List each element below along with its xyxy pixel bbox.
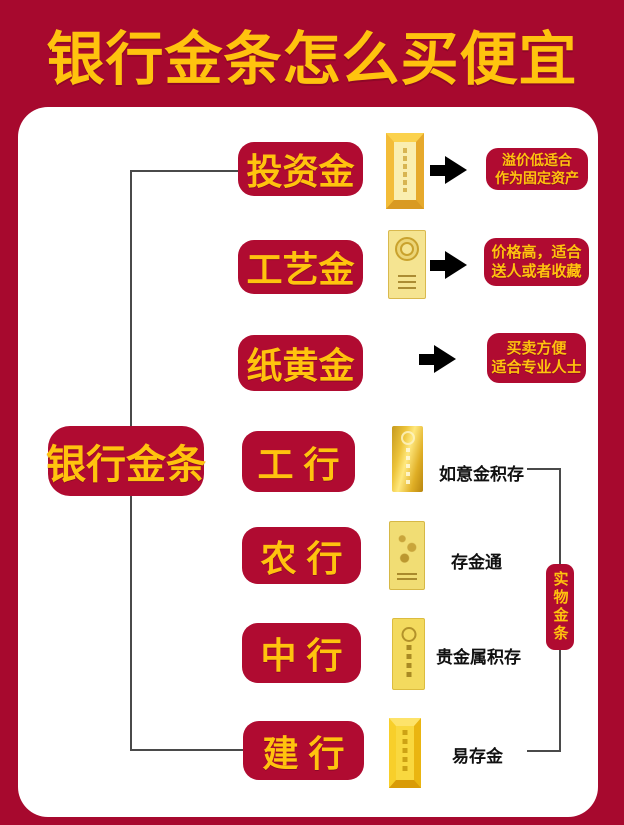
note-line: 适合专业人士 (491, 359, 582, 376)
product-label-ccb: 易存金 (452, 747, 503, 766)
note-line: 送人或者收藏 (491, 263, 582, 280)
node-abc: 农 行 (242, 527, 361, 584)
product-label-icbc: 如意金积存 (439, 465, 524, 484)
node-icbc: 工 行 (242, 431, 355, 492)
right-group-bottom-branch-line (527, 750, 561, 752)
note-line: 作为固定资产 (495, 170, 579, 186)
note-bubble-paper-gold: 买卖方便 适合专业人士 (487, 333, 586, 383)
node-investment-gold: 投资金 (238, 142, 363, 196)
node-boc: 中 行 (242, 623, 361, 683)
left-tree-top-branch-line (130, 170, 240, 172)
gold-bar-icon (392, 426, 423, 492)
right-arrow-icon (419, 345, 456, 373)
note-bubble-investment-gold: 溢价低适合 作为固定资产 (486, 148, 588, 190)
left-tree-bottom-branch-line (130, 749, 244, 751)
gold-bar-icon (389, 718, 421, 788)
node-ccb: 建 行 (243, 721, 364, 780)
note-line: 价格高，适合 (491, 243, 582, 261)
right-group-top-branch-line (527, 468, 561, 470)
node-paper-gold: 纸黄金 (238, 335, 363, 391)
gold-bar-icon (386, 133, 424, 209)
gold-bar-icon (388, 230, 426, 299)
product-label-abc: 存金通 (451, 553, 502, 572)
gold-bar-icon (392, 618, 425, 690)
page-title: 银行金条怎么买便宜 (46, 27, 578, 92)
note-line: 买卖方便 (506, 339, 567, 357)
node-bank-gold-bars: 银行金条 (46, 426, 206, 496)
note-line: 溢价低适合 (502, 151, 572, 168)
right-arrow-icon (430, 156, 467, 184)
node-craft-gold: 工艺金 (238, 240, 363, 294)
product-label-boc: 贵金属积存 (436, 648, 521, 667)
right-arrow-icon (430, 251, 467, 279)
gold-bar-icon (389, 521, 425, 590)
group-tag-physical-gold-bars: 实物金条 (546, 564, 574, 650)
note-bubble-craft-gold: 价格高，适合 送人或者收藏 (484, 238, 589, 286)
